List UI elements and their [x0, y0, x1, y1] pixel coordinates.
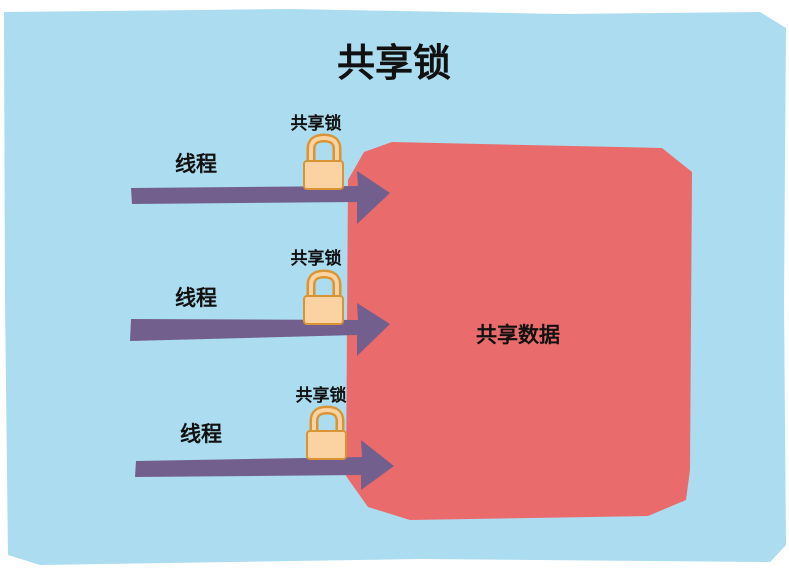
shared-data-block	[346, 142, 692, 520]
diagram-title: 共享锁	[337, 41, 451, 85]
shared-data-label: 共享数据	[476, 323, 560, 347]
padlock-icon	[306, 405, 347, 460]
thread-group: 线程 共享锁	[131, 113, 390, 224]
thread-group: 线程 共享锁	[135, 385, 394, 490]
thread-arrow	[131, 171, 390, 224]
thread-arrow	[135, 440, 394, 490]
lock-label: 共享锁	[296, 385, 347, 406]
thread-group: 线程 共享锁	[130, 248, 390, 356]
padlock-icon	[303, 133, 344, 190]
thread-arrow	[130, 303, 390, 356]
thread-label: 线程	[175, 286, 217, 310]
thread-label: 线程	[175, 152, 217, 176]
padlock-icon	[303, 269, 344, 325]
lock-label: 共享锁	[291, 248, 342, 269]
thread-label: 线程	[180, 422, 222, 446]
lock-label: 共享锁	[291, 113, 342, 134]
